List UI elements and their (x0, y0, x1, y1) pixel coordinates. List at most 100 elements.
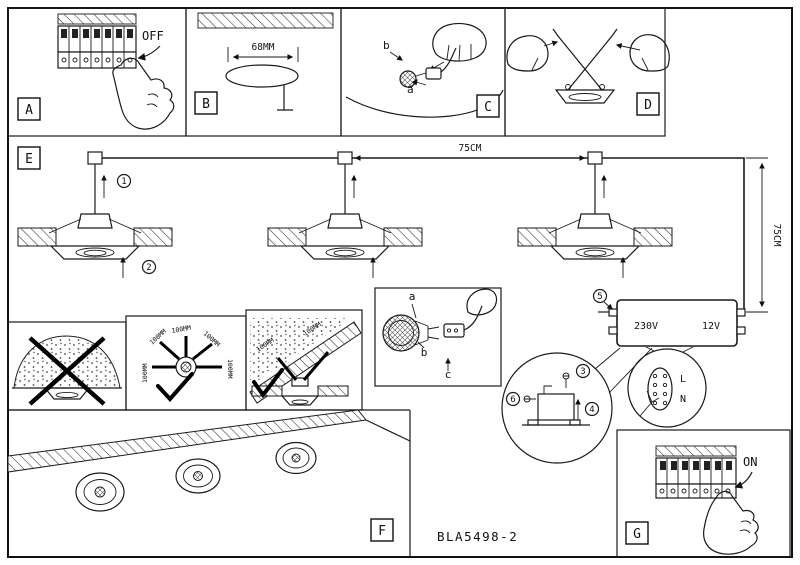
sloped-ceiling-drawing (249, 321, 362, 404)
svg-text:D: D (644, 98, 652, 113)
squeeze-arrow-right (615, 43, 641, 51)
panel-a-letter: A (17, 97, 41, 121)
detail-circle (501, 352, 613, 464)
callout-a-arrow (410, 79, 418, 89)
downlight-cross-section (17, 164, 173, 278)
panel-g-border (616, 429, 791, 558)
voltage-12v-label: 12V (702, 321, 720, 332)
svg-text:C: C (484, 100, 492, 115)
panel-a: OFF A (7, 7, 187, 137)
mains-connect-arrow (603, 301, 613, 310)
transformer-body (616, 299, 738, 347)
panel-c-letter: C (476, 94, 500, 118)
clearance-spoke (302, 351, 330, 381)
live-terminal-label: L (680, 374, 686, 385)
svg-text:5: 5 (597, 292, 602, 302)
screw-drawing (523, 395, 536, 403)
hand-drawing (629, 34, 670, 72)
on-label: ON (743, 455, 757, 469)
neutral-terminal-label: N (680, 394, 686, 405)
clearance-label: 100MM (226, 359, 234, 379)
drop-dimension-label: 75CM (771, 224, 782, 247)
insulation-mound-drawing (13, 335, 121, 389)
spacing-dimension-label: 75CM (459, 143, 482, 154)
installed-downlight (175, 458, 221, 494)
panel-b: 68MM B (185, 7, 342, 137)
ceiling-cut-edge (7, 409, 367, 473)
hand-drawing (506, 35, 549, 72)
ceiling-hatch (197, 12, 334, 29)
clearance-label: 100MM (141, 363, 149, 383)
spring-clip-drawing (552, 28, 618, 104)
installed-downlight (275, 441, 317, 475)
drop-dimension: 75CM (746, 157, 782, 313)
hand-drawing (112, 57, 175, 130)
downlight-cross-section (267, 164, 423, 278)
callout-c-label: c (445, 368, 452, 381)
on-action-arrow (734, 471, 753, 489)
off-action-arrow (137, 45, 161, 61)
terminal-holes (652, 373, 668, 406)
mr16-lamp-drawing (382, 314, 440, 352)
hole-diameter-label: 68MM (252, 42, 275, 53)
off-label: OFF (142, 29, 164, 43)
panel-f-letter: F (370, 518, 394, 542)
transformer-drawing: 230V 12V 5 (592, 288, 746, 347)
terminal-block-face (647, 367, 673, 411)
clearance-label: 100MM (148, 327, 168, 346)
step-6-badge: 6 (505, 391, 521, 407)
svg-text:A: A (25, 103, 33, 118)
screw-drawing (562, 372, 570, 388)
check-mark (252, 368, 284, 399)
hand-drawing (432, 22, 487, 62)
panel-c: b a C (340, 7, 506, 137)
terminal-detail-callout: L N (627, 346, 707, 428)
callout-a-label: a (407, 83, 414, 96)
hand-drawing (703, 490, 759, 555)
stripped-wire-drawing (639, 390, 660, 417)
panel-g-letter: G (625, 521, 649, 545)
squeeze-arrow-left (543, 40, 559, 47)
hand-drawing (466, 288, 498, 316)
callout-b-arrow (389, 51, 403, 61)
cable-connector (587, 151, 603, 165)
svg-text:F: F (378, 524, 386, 539)
panel-f: F (7, 409, 411, 557)
clearance-slope-panel: 100MM 100MM (245, 309, 363, 411)
panel-e-letter: E (17, 146, 41, 170)
panel-g: ON G (616, 429, 791, 558)
detail-circle (627, 348, 707, 428)
cable-connector (87, 151, 103, 165)
lamp-connection-border (374, 287, 502, 387)
step-1-badge: 1 (116, 173, 132, 189)
mounting-detail-callout: 3 6 4 (501, 347, 653, 464)
panel-e: E 75CM 75CM (17, 143, 782, 313)
lamp-socket-drawing (443, 305, 483, 338)
callout-a-label: a (409, 290, 416, 303)
clearance-radial-panel: 100MM 100MM 100MM 100MM 100MM (125, 315, 247, 411)
panel-d-letter: D (636, 92, 660, 116)
svg-text:E: E (25, 152, 33, 167)
installed-downlight (75, 472, 125, 512)
covered-downlight-drawing (43, 387, 91, 400)
panel-d: D (504, 7, 670, 137)
lamp-connection-panel: a b c (374, 287, 502, 387)
downlight-cross-section (517, 164, 673, 278)
svg-text:3: 3 (580, 367, 585, 377)
switch-block-drawing (655, 445, 737, 499)
saw-blade-drawing (277, 85, 293, 111)
voltage-230v-label: 230V (634, 321, 658, 332)
svg-text:B: B (202, 97, 210, 112)
svg-text:6: 6 (510, 395, 515, 405)
clearance-spoke (276, 357, 298, 381)
step-4-badge: 4 (584, 401, 600, 417)
panel-b-letter: B (194, 91, 218, 115)
insulation-drawing (250, 318, 352, 386)
callout-b-label: b (383, 39, 390, 52)
model-number: BLA5498-2 (437, 529, 518, 544)
check-mark (156, 372, 194, 402)
transformer-side-view (522, 385, 590, 426)
clearance-wrong-panel (7, 321, 127, 411)
